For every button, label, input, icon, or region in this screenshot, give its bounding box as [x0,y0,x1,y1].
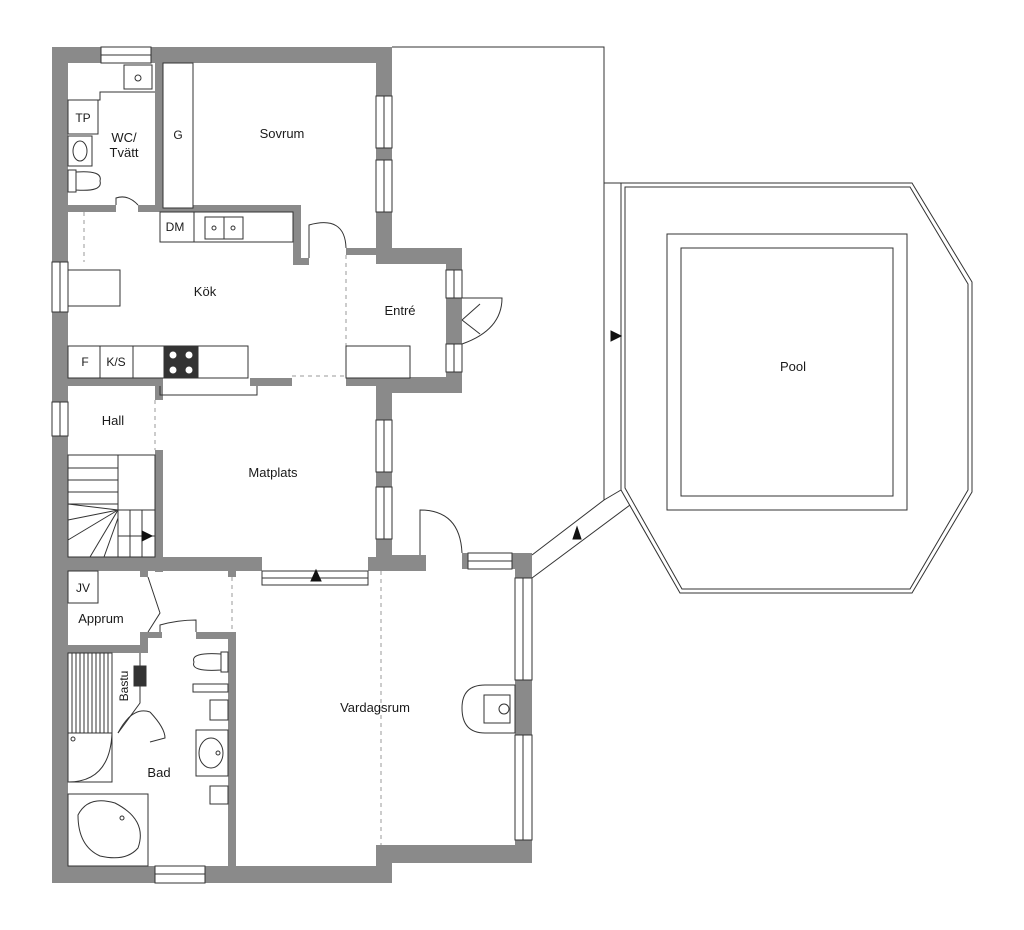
label-bad: Bad [147,765,170,780]
label-pool: Pool [780,359,806,374]
pool-arrow-icon [610,330,623,342]
label-g: G [173,128,182,142]
pool-area [620,182,973,594]
interior-walls [68,63,392,872]
label-wc-1: WC/ [111,130,137,145]
shower [67,732,113,783]
label-entre: Entré [384,303,415,318]
terrace [392,46,631,579]
stair-arrow-icon [141,530,154,542]
doors [115,196,503,743]
label-f: F [81,355,88,369]
label-jv: JV [76,581,90,595]
sauna-heater [133,665,147,687]
fireplace [461,684,516,734]
label-matplats: Matplats [248,465,298,480]
fixtures [67,62,516,867]
label-kok: Kök [194,284,217,299]
entrance-arrow-icon [310,568,322,582]
label-ks: K/S [106,355,125,369]
stove [163,345,199,379]
label-vardagsrum: Vardagsrum [340,700,410,715]
label-hall: Hall [102,413,125,428]
label-bastu: Bastu [117,671,131,702]
staircase [67,454,156,558]
windows [51,46,533,884]
arrows [141,330,623,582]
label-wc-2: Tvätt [110,145,139,160]
dashed-lines [83,212,382,845]
deck-arrow-icon [572,525,582,540]
label-dm: DM [166,220,185,234]
sauna-bench [67,652,113,734]
room-labels: Sovrum WC/ Tvätt TP G DM Kök Entré F K/S… [75,111,806,780]
label-sovrum: Sovrum [260,126,305,141]
label-apprum: Apprum [78,611,124,626]
label-tp: TP [75,111,90,125]
pool-basin [666,233,908,511]
